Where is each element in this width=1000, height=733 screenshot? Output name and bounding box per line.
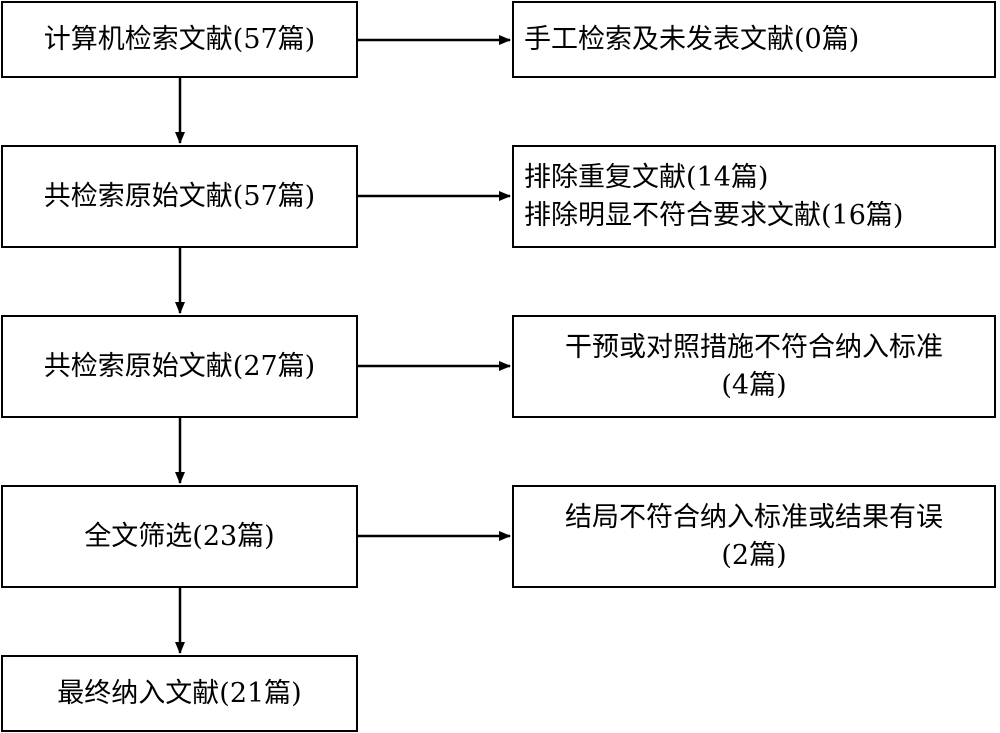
flow-box-label: 全文筛选(23篇): [84, 520, 275, 552]
note-box-outcome-mismatch: 结局不符合纳入标准或结果有误 (2篇): [512, 485, 996, 588]
flow-box-final-included: 最终纳入文献(21篇): [1, 655, 358, 732]
flow-box-original-57: 共检索原始文献(57篇): [1, 145, 358, 248]
note-line: 结局不符合纳入标准或结果有误: [565, 501, 943, 533]
note-line: 排除重复文献(14篇): [524, 161, 769, 193]
note-line: 手工检索及未发表文献(0篇): [524, 23, 860, 55]
flow-box-fulltext-screen: 全文筛选(23篇): [1, 485, 358, 588]
note-box-intervention-mismatch: 干预或对照措施不符合纳入标准 (4篇): [512, 315, 996, 418]
flow-box-computer-search: 计算机检索文献(57篇): [1, 1, 358, 78]
note-line: (2篇): [721, 539, 787, 571]
note-line: 排除明显不符合要求文献(16篇): [524, 199, 904, 231]
flow-box-original-27: 共检索原始文献(27篇): [1, 315, 358, 418]
flow-box-label: 计算机检索文献(57篇): [43, 23, 316, 55]
note-line: (4篇): [721, 369, 787, 401]
note-line: 干预或对照措施不符合纳入标准: [565, 331, 943, 363]
flow-box-label: 最终纳入文献(21篇): [57, 677, 302, 709]
note-box-exclusions: 排除重复文献(14篇) 排除明显不符合要求文献(16篇): [512, 145, 996, 248]
note-box-manual-search: 手工检索及未发表文献(0篇): [512, 1, 996, 78]
flow-box-label: 共检索原始文献(57篇): [43, 180, 316, 212]
flow-box-label: 共检索原始文献(27篇): [43, 350, 316, 382]
